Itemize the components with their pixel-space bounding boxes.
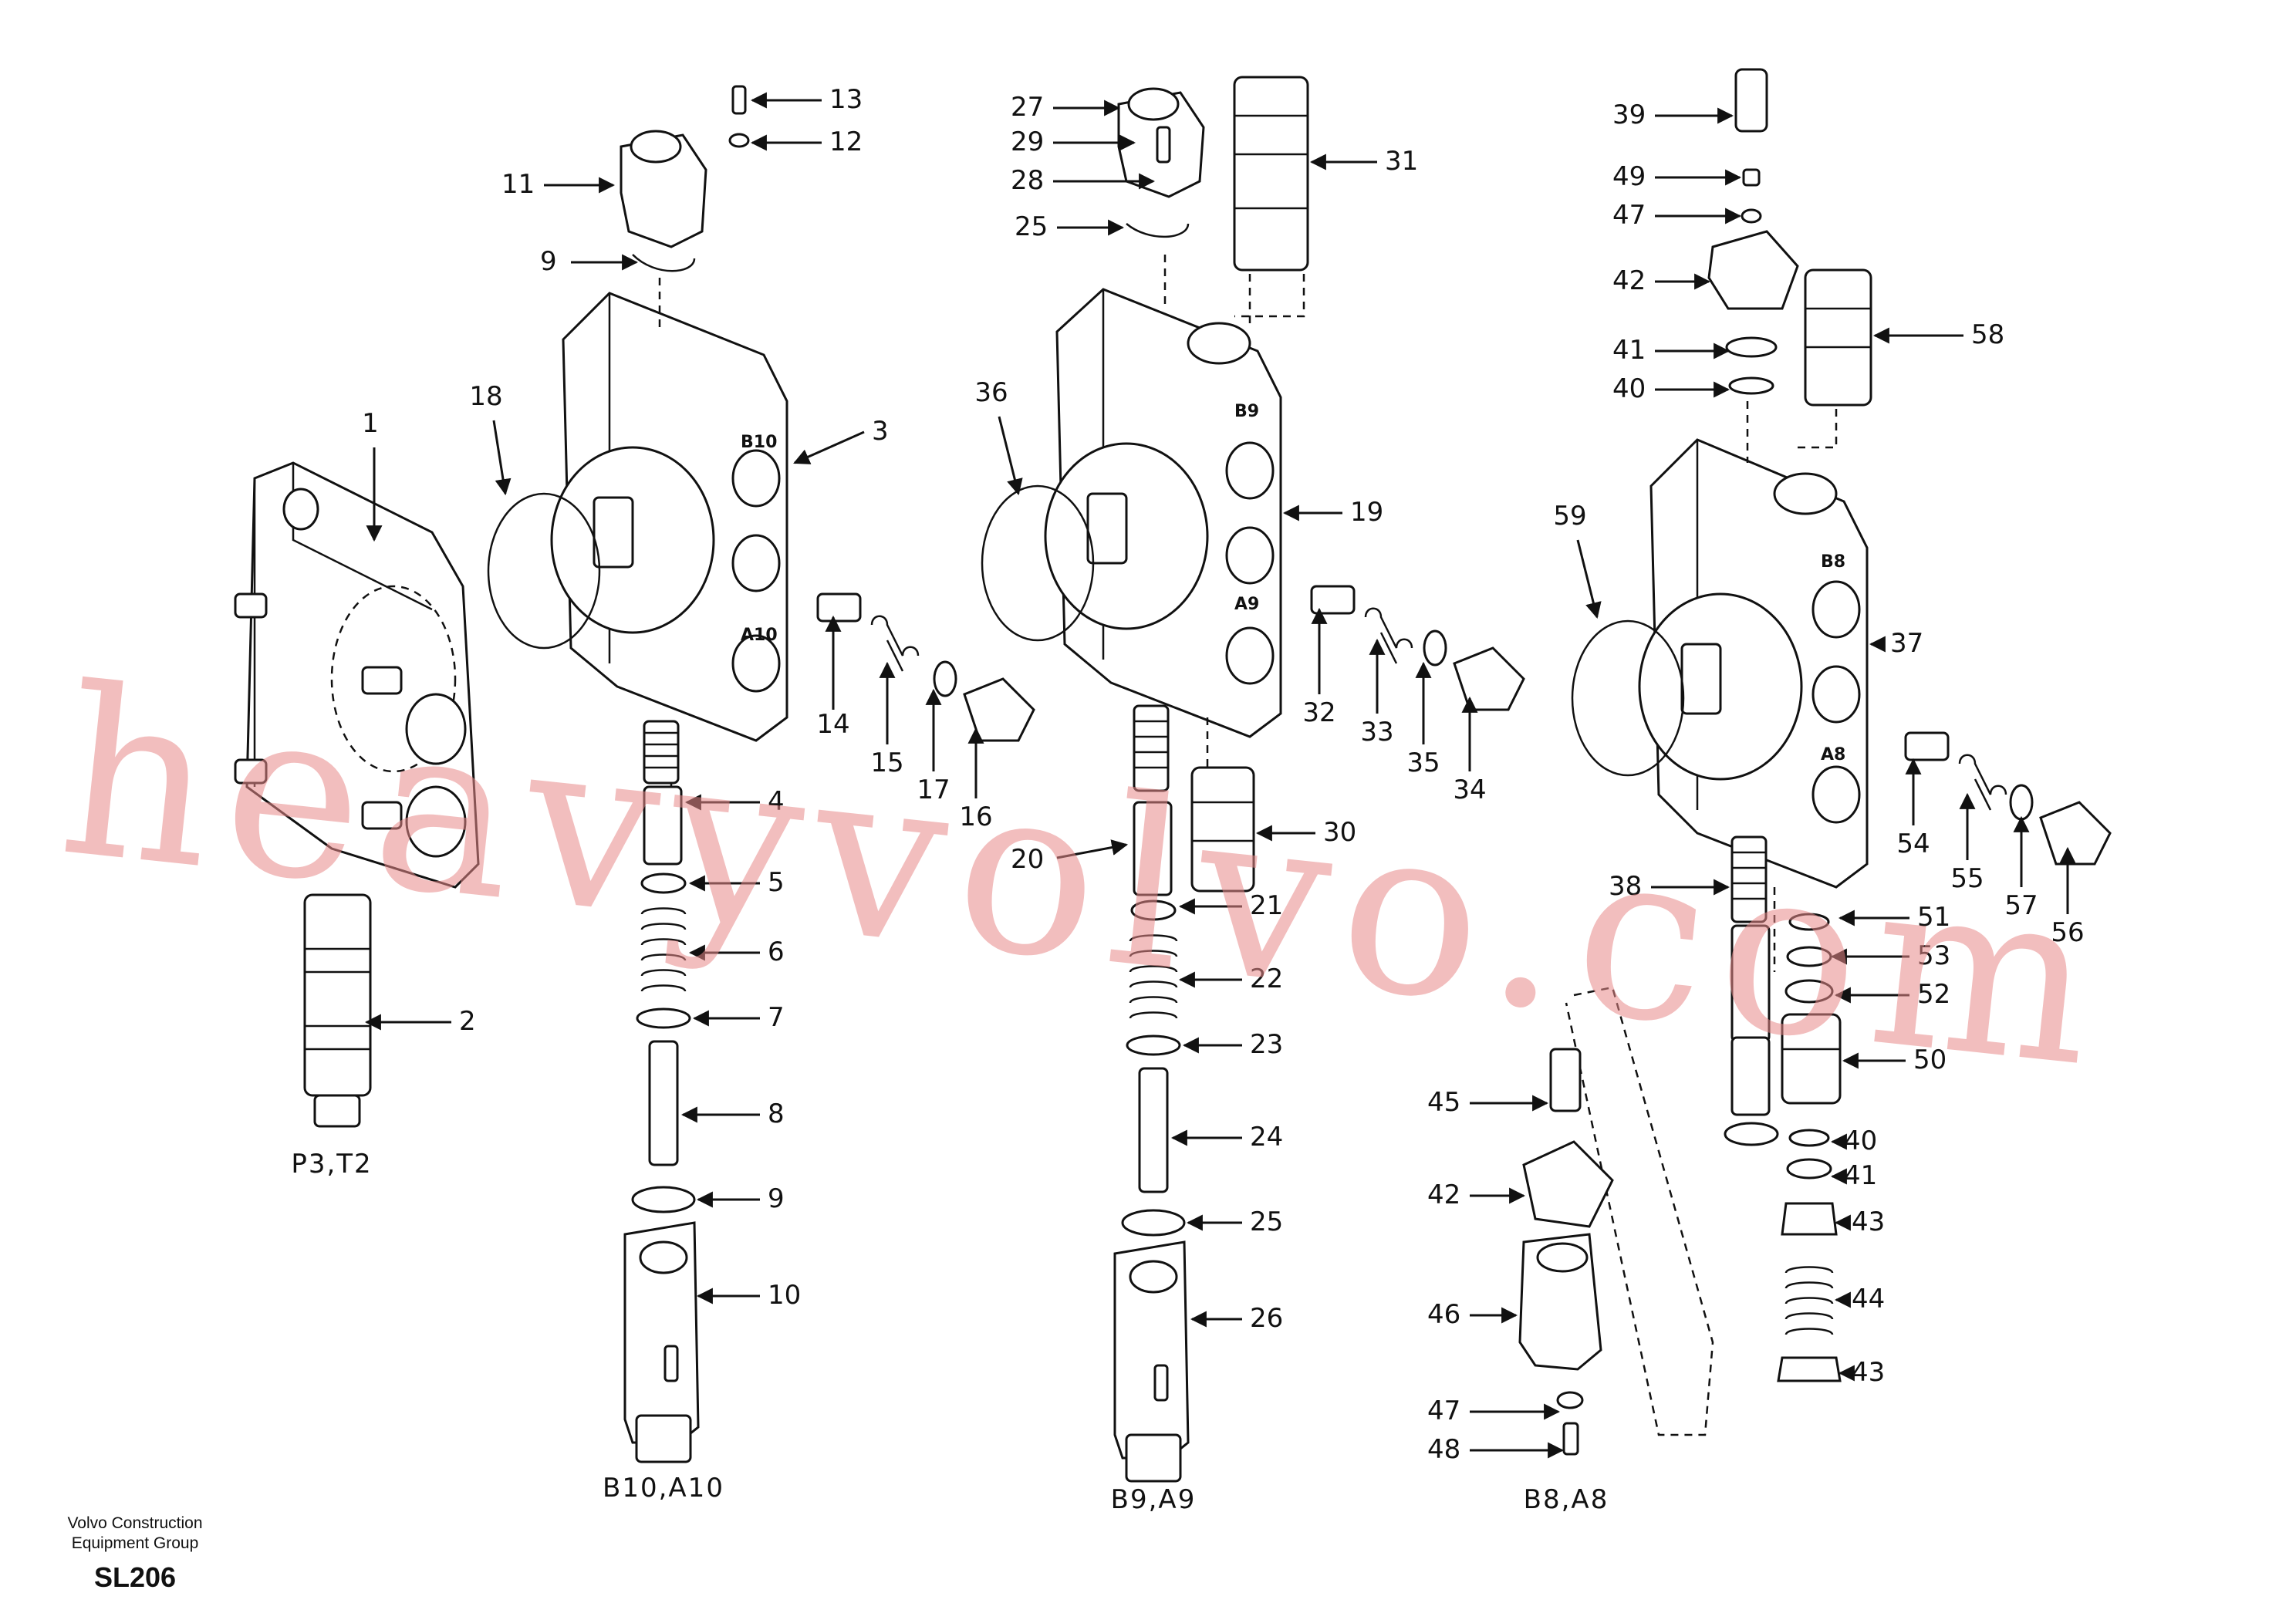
callout-number: 10 (768, 1280, 801, 1311)
callout-number: 8 (768, 1099, 785, 1129)
callout-number: 28 (1011, 165, 1044, 196)
callout-number: 11 (501, 169, 535, 200)
group-label-p3-t2: P3,T2 (291, 1149, 372, 1180)
callout-number: 22 (1250, 964, 1283, 994)
callout-number: 13 (829, 84, 863, 115)
callout-number: 49 (1612, 161, 1646, 192)
callout-number: 25 (1015, 211, 1048, 242)
callout-number: 42 (1427, 1180, 1460, 1210)
callout-leader (793, 430, 865, 464)
callout-number: 30 (1323, 817, 1356, 848)
drawing-code: SL206 (93, 1561, 177, 1593)
callout-number: 23 (1250, 1029, 1283, 1060)
callout-number: 48 (1427, 1434, 1460, 1465)
group-label-b8-a8: B8,A8 (1524, 1484, 1609, 1515)
callout-number: 12 (829, 127, 863, 157)
callout-number: 9 (540, 246, 557, 277)
callout-number: 54 (1896, 829, 1930, 859)
relief-valve-2 (303, 893, 372, 1128)
callout-number: 18 (469, 381, 502, 412)
port-label-a10: A10 (741, 626, 778, 645)
callout-number: 5 (768, 867, 785, 898)
organization-line-2: Equipment Group (71, 1534, 199, 1552)
callout-number: 14 (816, 709, 849, 740)
callout-number: 43 (1852, 1207, 1885, 1237)
callout-number: 3 (872, 416, 889, 447)
callout-number: 16 (959, 802, 992, 832)
callout-number: 36 (974, 377, 1008, 408)
callout-number: 6 (768, 937, 785, 967)
callout-number: 17 (917, 775, 950, 805)
callout-number: 44 (1852, 1284, 1885, 1315)
callout-number: 41 (1844, 1160, 1877, 1191)
callout-number: 33 (1360, 717, 1393, 748)
callout-number: 53 (1917, 940, 1950, 971)
callout-number: 21 (1250, 890, 1283, 921)
callout-number: 56 (2051, 917, 2084, 948)
callout-leader (492, 420, 512, 496)
callout-number: 40 (1612, 373, 1646, 404)
callout-number: 15 (870, 748, 903, 778)
callout-number: 24 (1250, 1122, 1283, 1153)
section-b8-a8 (1518, 68, 2112, 1456)
callout-number: 39 (1612, 100, 1646, 130)
group-label-b10-a10: B10,A10 (603, 1473, 724, 1504)
callout-number: 47 (1612, 200, 1646, 231)
callout-number: 55 (1950, 863, 1984, 894)
callout-number: 41 (1612, 335, 1646, 366)
callout-number: 2 (459, 1006, 476, 1037)
callout-number: 57 (2004, 890, 2038, 921)
callout-number: 47 (1427, 1396, 1460, 1426)
callout-number: 40 (1844, 1126, 1877, 1156)
title-block: Volvo Construction Equipment Group SL206 (46, 1514, 224, 1594)
port-label-a9: A9 (1234, 595, 1259, 614)
inlet-cover-assembly (234, 461, 480, 889)
callout-number: 25 (1250, 1207, 1283, 1237)
callout-leader (998, 416, 1023, 496)
callout-number: 35 (1406, 748, 1440, 778)
callout-number: 4 (768, 786, 785, 817)
callout-number: 42 (1612, 265, 1646, 296)
callout-number: 46 (1427, 1299, 1460, 1330)
port-label-a8: A8 (1821, 745, 1845, 764)
callout-leader (1056, 839, 1129, 859)
callout-number: 32 (1302, 697, 1335, 728)
callout-number: 27 (1011, 92, 1044, 123)
callout-number: 37 (1890, 628, 1923, 659)
callout-leader (1576, 539, 1602, 619)
callout-number: 7 (768, 1002, 785, 1033)
callout-number: 50 (1913, 1045, 1947, 1075)
section-b10-a10 (487, 85, 1035, 1463)
callout-number: 34 (1453, 775, 1486, 805)
callout-number: 43 (1852, 1357, 1885, 1388)
callout-number: 38 (1609, 871, 1642, 902)
port-label-b8: B8 (1821, 552, 1845, 572)
callout-number: 51 (1917, 902, 1950, 933)
callout-number: 9 (768, 1183, 785, 1214)
callout-number: 29 (1011, 127, 1044, 157)
port-labels: B10 A10 B9 A9 B8 A8 (741, 402, 1845, 764)
callout-layer: 1234567899101112131415161718192021222324… (362, 84, 2084, 1465)
callout-number: 52 (1917, 979, 1950, 1010)
section-b9-a9 (981, 76, 1525, 1483)
port-label-b9: B9 (1234, 402, 1259, 421)
callout-number: 58 (1971, 319, 2004, 350)
port-label-b10: B10 (741, 433, 777, 452)
callout-number: 19 (1350, 497, 1383, 528)
callout-number: 45 (1427, 1087, 1460, 1118)
callout-number: 1 (362, 408, 379, 439)
organization-line-1: Volvo Construction (67, 1514, 203, 1532)
callout-number: 31 (1385, 146, 1418, 177)
group-label-b9-a9: B9,A9 (1111, 1484, 1197, 1515)
callout-number: 26 (1250, 1303, 1283, 1334)
callout-number: 59 (1553, 501, 1586, 532)
callout-number: 20 (1011, 844, 1044, 875)
group-labels: P3,T2 B10,A10 B9,A9 B8,A8 (291, 1149, 1609, 1515)
